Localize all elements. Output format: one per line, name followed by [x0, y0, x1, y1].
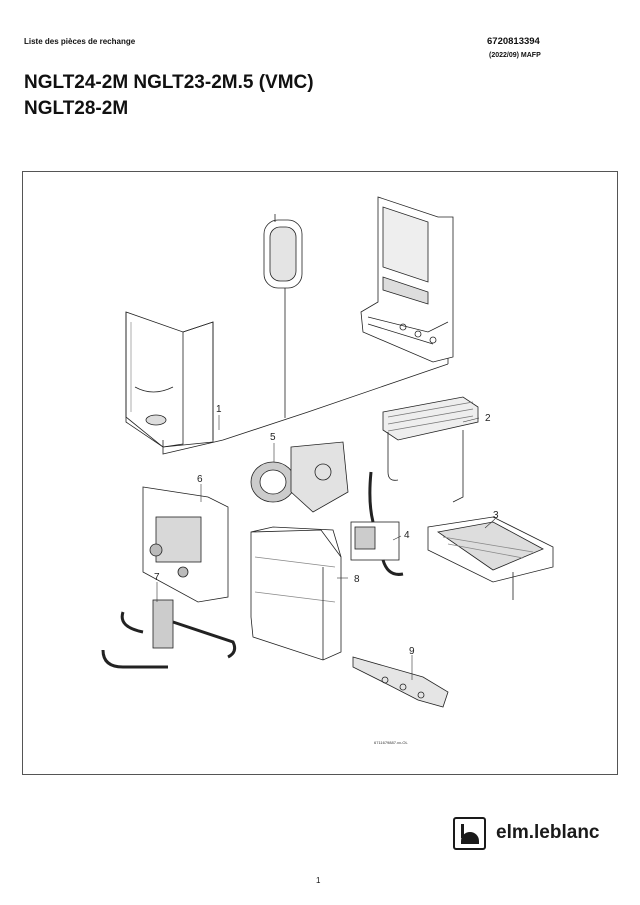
brand-logo-icon	[453, 817, 486, 850]
callout-7: 7	[154, 572, 160, 583]
page-number: 1	[316, 876, 321, 885]
callout-9: 9	[409, 646, 415, 657]
brand-logo: elm.leblanc	[453, 817, 613, 857]
part-gas-valve	[350, 471, 404, 576]
part-heat-exchanger	[382, 396, 479, 503]
part-expansion-vessel	[263, 214, 303, 418]
callout-6: 6	[197, 474, 203, 485]
drawing-reference: 6711679887.xx-OL	[374, 740, 408, 745]
callout-8: 8	[354, 574, 360, 585]
callout-3: 3	[493, 510, 499, 521]
parts-drawing: 1 2 3 4 5 6 7 8 9	[101, 196, 554, 708]
title-line-2: NGLT28-2M	[24, 98, 129, 119]
document-date: (2022/09) MAFP	[489, 52, 541, 59]
document-type-label: Liste des pièces de rechange	[24, 37, 136, 46]
callout-4: 4	[404, 530, 410, 541]
callout-5: 5	[270, 432, 276, 443]
part-burner	[427, 516, 554, 600]
part-pump-assembly	[250, 441, 349, 513]
callout-numbers: 1 2 3 4 5 6 7 8 9	[154, 404, 499, 657]
page-title: NGLT24-2M NGLT23-2M.5 (VMC) NGLT28-2M	[24, 70, 314, 122]
exploded-parts-diagram: 1 2 3 4 5 6 7 8 9	[22, 171, 618, 775]
callout-1: 1	[216, 404, 222, 415]
document-number: 6720813394	[487, 36, 540, 47]
part-combustion-housing	[250, 526, 342, 661]
callout-2: 2	[485, 413, 491, 424]
part-diverter-valve	[101, 599, 237, 669]
title-line-1: NGLT24-2M NGLT23-2M.5 (VMC)	[24, 72, 314, 93]
part-chassis-frame	[360, 196, 454, 363]
part-control-box	[142, 486, 229, 603]
callout-leaders	[156, 415, 496, 680]
part-gas-manifold	[352, 656, 449, 708]
brand-name: elm.leblanc	[496, 822, 600, 843]
